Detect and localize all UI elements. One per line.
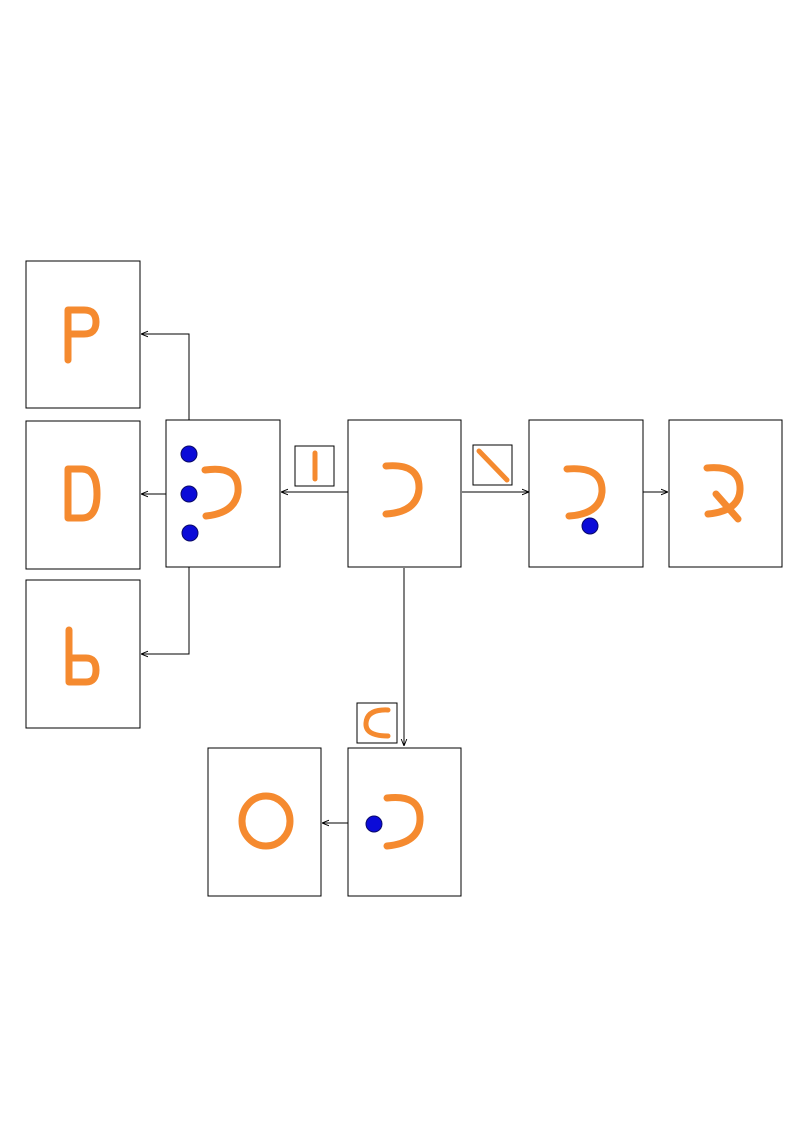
letter-d-glyph — [64, 465, 101, 522]
diagonal-line-glyph — [476, 448, 510, 483]
source-arc-node — [347, 419, 462, 568]
result-d-node — [25, 420, 141, 570]
result-b-node — [25, 579, 141, 729]
result-p-node — [25, 260, 141, 409]
attachment-point-middle — [180, 485, 198, 503]
arc-bottom-point-node — [528, 419, 644, 568]
stroke-c-label — [356, 702, 398, 744]
attachment-point-left — [365, 815, 383, 833]
attachment-point-lower — [181, 524, 199, 542]
letter-q-tail — [712, 490, 742, 523]
arc-left-point-node — [347, 747, 462, 897]
connector-top-point-to-p — [141, 334, 190, 452]
arc-glyph — [563, 465, 606, 520]
arc-three-points-node — [165, 419, 281, 568]
c-curve-glyph — [363, 707, 391, 739]
stroke-vertical-label — [294, 445, 335, 487]
stroke-diagonal-label — [472, 444, 513, 486]
connector-lower-point-to-b — [141, 533, 190, 654]
letter-b-glyph — [65, 626, 100, 686]
result-o-node — [207, 747, 322, 897]
attachment-point-top — [180, 445, 198, 463]
attachment-point-bottom — [581, 517, 599, 535]
letter-o-glyph — [238, 792, 294, 850]
arc-glyph — [382, 462, 423, 518]
result-q-node — [668, 419, 783, 568]
arc-glyph — [201, 465, 242, 520]
arc-glyph — [383, 793, 424, 850]
letter-p-glyph — [64, 306, 100, 364]
letter-q-glyph — [703, 464, 744, 518]
